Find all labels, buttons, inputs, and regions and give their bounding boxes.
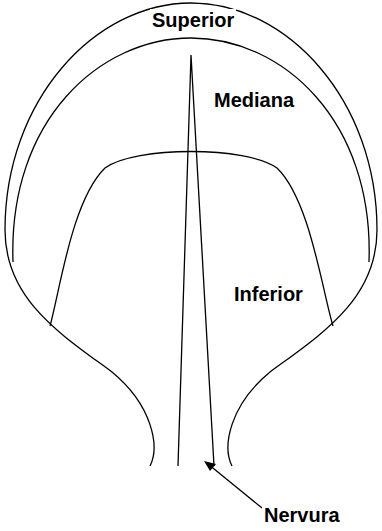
arrowhead [204, 461, 216, 471]
nervura-vein [178, 55, 214, 466]
region-label: Mediana [212, 89, 296, 111]
region-label: Superior [150, 9, 236, 31]
part-label: Nervura [262, 504, 342, 526]
region-label: Inferior [232, 283, 305, 305]
inferior-boundary [50, 152, 333, 327]
leader-arrow [208, 464, 262, 508]
leaf-outline [5, 3, 377, 466]
